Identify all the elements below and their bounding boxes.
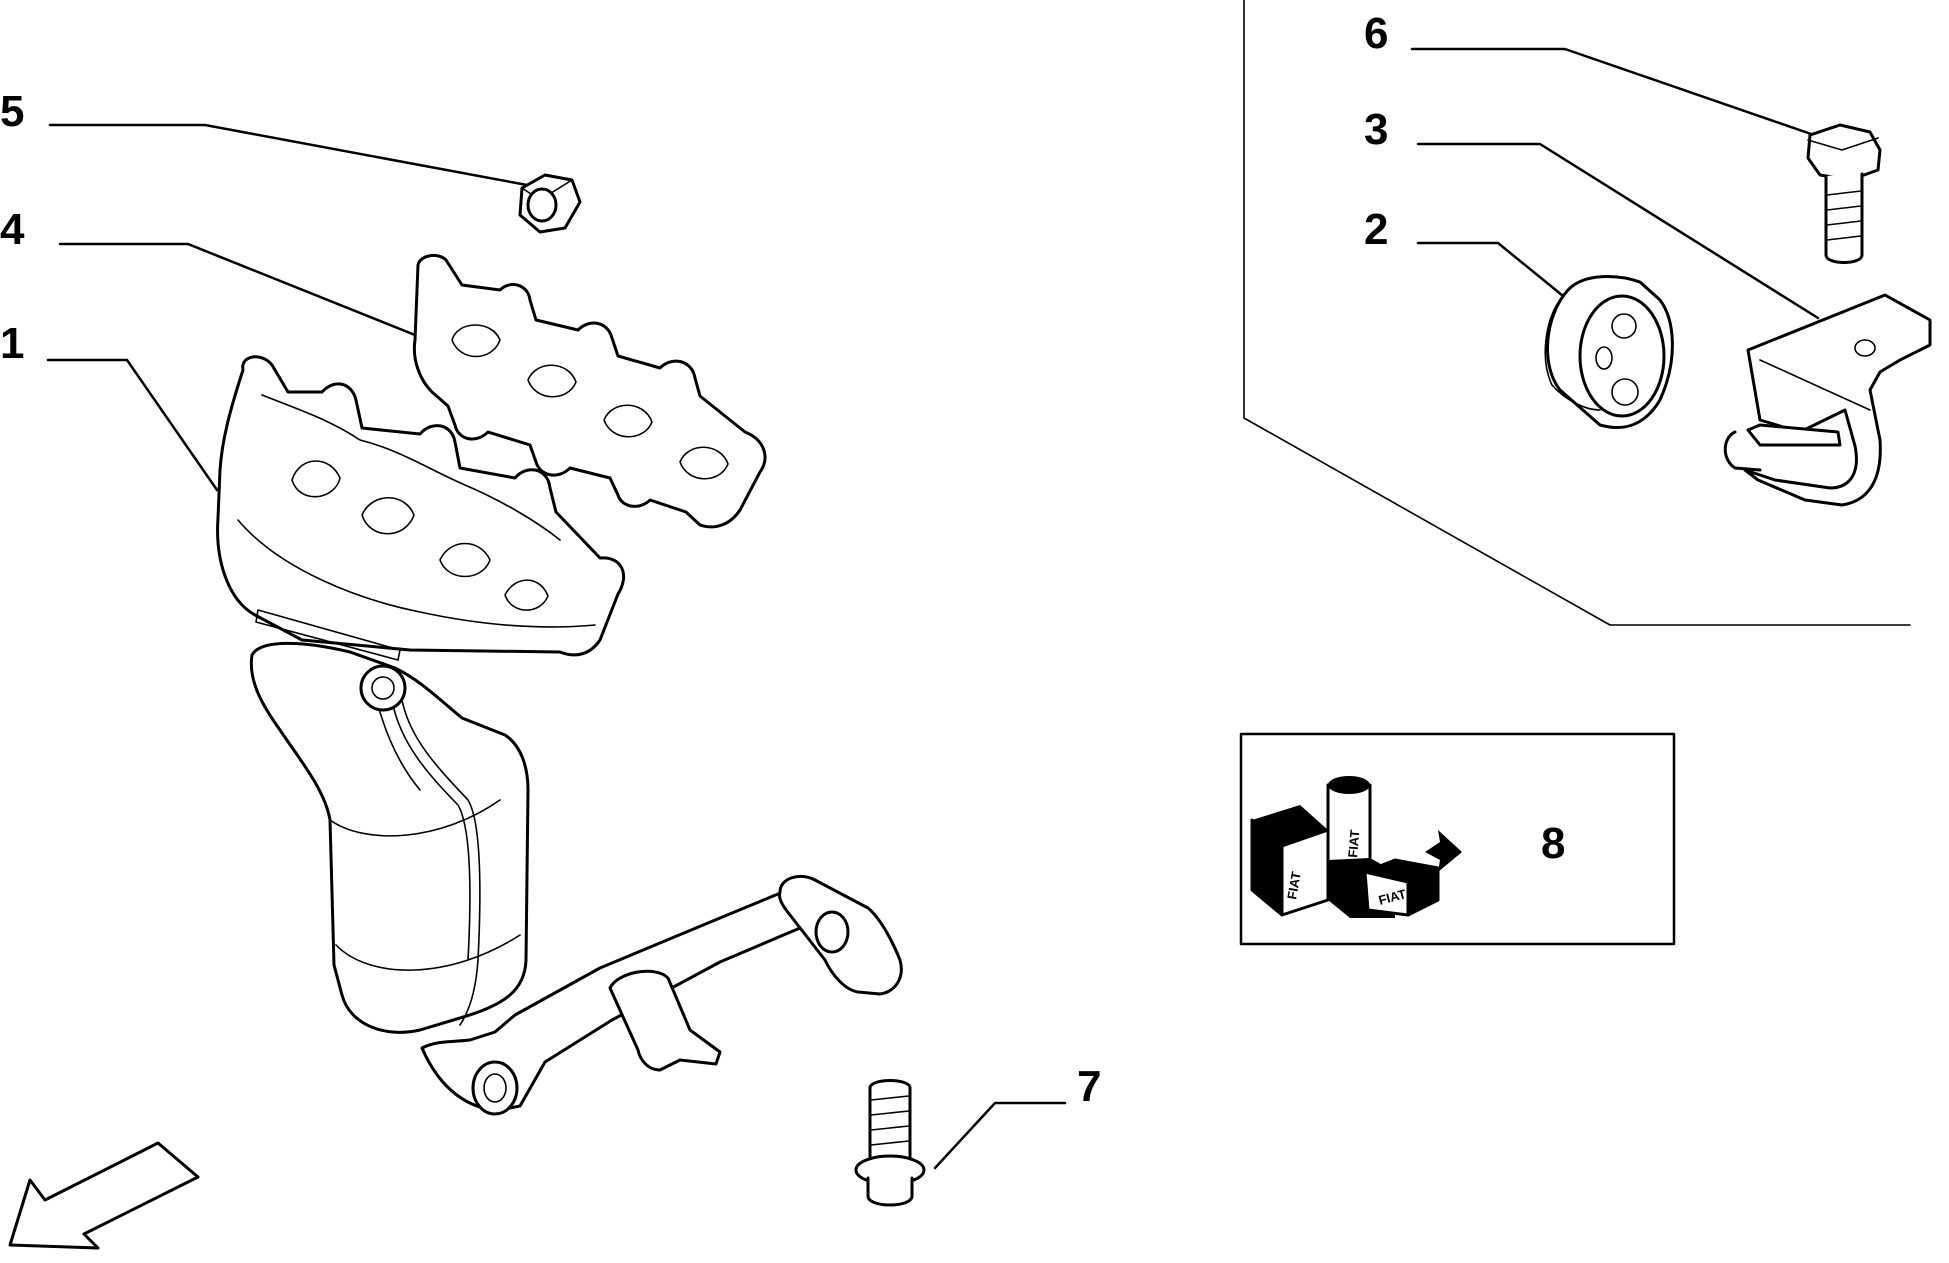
hanger-bracket[interactable] — [1723, 293, 1932, 507]
callout-1[interactable]: 1 — [0, 319, 24, 368]
orientation-arrow-edge — [9, 1179, 31, 1246]
exhaust-manifold-catalyst[interactable] — [216, 355, 903, 1116]
orientation-arrow — [8, 1141, 200, 1250]
leader-line-7 — [933, 1101, 1067, 1170]
leader-line-3 — [1416, 142, 1820, 320]
flange-bolt[interactable] — [854, 1079, 926, 1207]
callout-3[interactable]: 3 — [1364, 105, 1388, 154]
callout-4[interactable]: 4 — [0, 205, 25, 254]
hex-bolt[interactable] — [1806, 123, 1882, 264]
hex-nut[interactable] — [518, 173, 582, 234]
kit-brand-label-left: FIAT — [1284, 870, 1304, 900]
kit-brand-label-right: FIAT — [1377, 886, 1408, 908]
callout-8[interactable]: 8 — [1541, 819, 1565, 868]
callout-2[interactable]: 2 — [1364, 205, 1388, 254]
leader-line-1 — [46, 358, 219, 492]
manifold-gasket[interactable] — [412, 253, 767, 529]
callout-7[interactable]: 7 — [1077, 1062, 1101, 1111]
rubber-mount[interactable] — [1544, 275, 1674, 430]
leader-line-4 — [58, 242, 442, 347]
leader-line-6 — [1410, 47, 1816, 137]
callout-5[interactable]: 5 — [0, 87, 24, 136]
kit-icon: FIAT FIAT FIAT — [1250, 776, 1462, 918]
leader-line-2 — [1416, 241, 1570, 302]
leader-line-5 — [48, 123, 529, 187]
region-frame — [1243, 0, 1911, 626]
kit-box-frame[interactable] — [1239, 732, 1676, 946]
kit-brand-label-cylinder: FIAT — [1345, 829, 1362, 858]
callout-6[interactable]: 6 — [1364, 9, 1388, 58]
